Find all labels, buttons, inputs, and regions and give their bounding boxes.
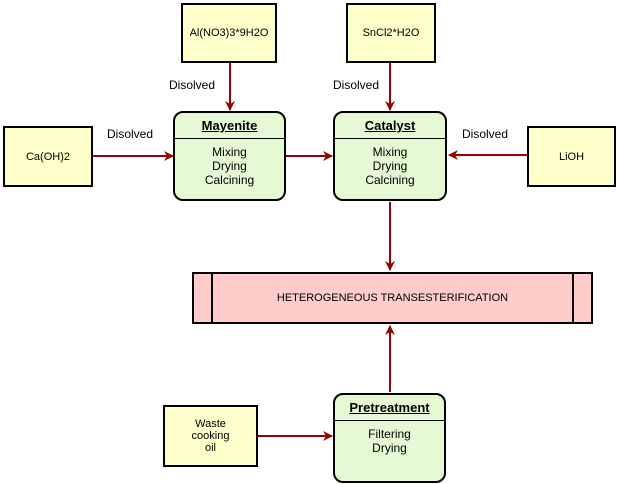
mayenite-process: Mayenite Mixing Drying Calcining: [173, 111, 286, 201]
catalyst-title: Catalyst: [335, 113, 445, 139]
edge-label-al: Disolved: [169, 78, 216, 92]
transesterification-label: HETEROGENEOUS TRANSESTERIFICATION: [276, 292, 509, 304]
edge-label-sn: Disolved: [333, 78, 380, 92]
caoh2-label: Ca(OH)2: [25, 150, 70, 163]
catalyst-steps: Mixing Drying Calcining: [335, 139, 445, 187]
transesterification-process: HETEROGENEOUS TRANSESTERIFICATION: [192, 272, 593, 324]
lioh-box: LiOH: [527, 126, 616, 187]
al-nitrate-box: Al(NO3)3*9H2O: [181, 3, 277, 63]
al-nitrate-label: Al(NO3)3*9H2O: [189, 27, 269, 39]
catalyst-step: Drying: [372, 159, 408, 173]
mayenite-step: Mixing: [212, 145, 247, 159]
mayenite-step: Calcining: [204, 173, 255, 187]
pretreatment-title: Pretreatment: [335, 395, 444, 421]
pretreatment-step: Drying: [372, 441, 407, 455]
catalyst-step: Calcining: [365, 173, 415, 187]
waste-oil-box: Waste cooking oil: [163, 405, 258, 467]
pretreatment-step: Filtering: [368, 427, 411, 441]
hte-left-bar: [211, 274, 213, 322]
caoh2-box: Ca(OH)2: [3, 126, 93, 187]
edge-label-ca: Disolved: [107, 127, 154, 141]
mayenite-step: Drying: [212, 159, 247, 173]
waste-oil-line3: oil: [204, 442, 216, 454]
pretreatment-process: Pretreatment Filtering Drying: [333, 393, 446, 483]
mayenite-steps: Mixing Drying Calcining: [175, 139, 284, 187]
lioh-label: LiOH: [558, 150, 585, 163]
sncl2-box: SnCl2*H2O: [346, 3, 436, 63]
sncl2-label: SnCl2*H2O: [362, 27, 420, 39]
waste-oil-line1: Waste: [195, 418, 226, 430]
catalyst-process: Catalyst Mixing Drying Calcining: [333, 111, 447, 201]
waste-oil-line2: cooking: [191, 430, 230, 442]
catalyst-step: Mixing: [372, 145, 408, 159]
pretreatment-steps: Filtering Drying: [335, 421, 444, 455]
edge-label-li: Disolved: [462, 127, 509, 141]
mayenite-title: Mayenite: [175, 113, 284, 139]
hte-right-bar: [572, 274, 574, 322]
